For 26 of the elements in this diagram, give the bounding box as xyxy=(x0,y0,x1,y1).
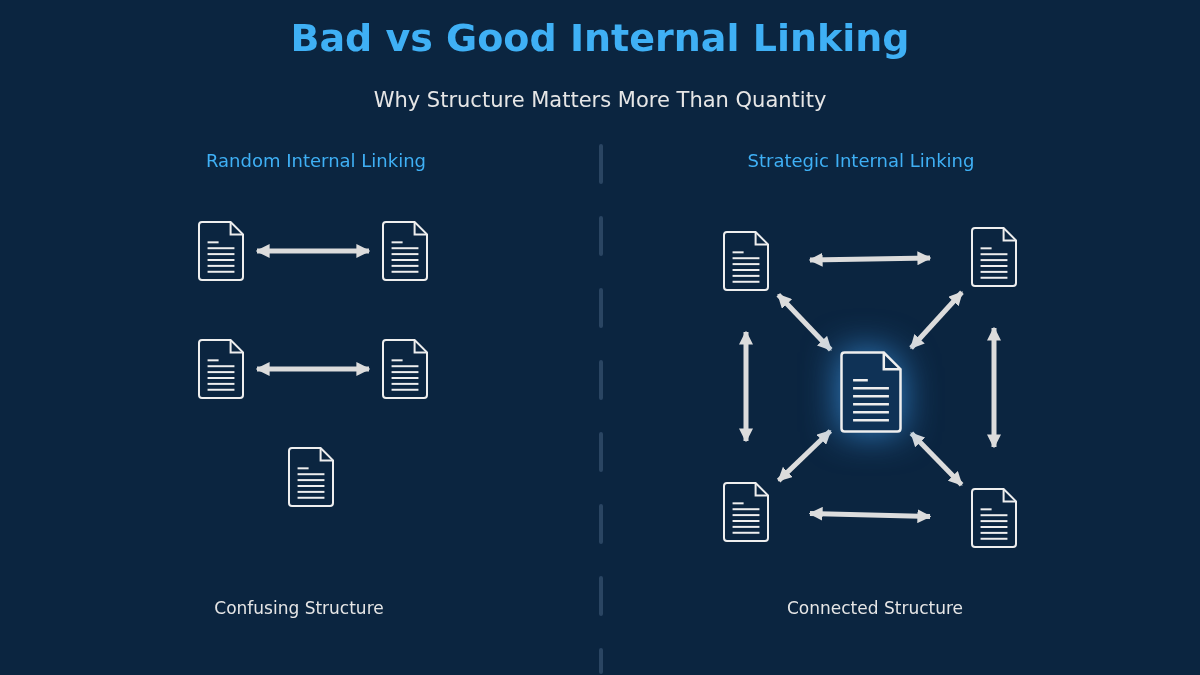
double-arrow xyxy=(255,362,371,376)
double-arrow xyxy=(909,431,964,487)
panel-caption: Connected Structure xyxy=(787,598,963,618)
document-icon xyxy=(839,350,903,434)
double-arrow xyxy=(808,251,932,267)
document-icon xyxy=(970,487,1018,549)
panel-heading: Strategic Internal Linking xyxy=(747,150,975,171)
document-icon xyxy=(722,230,770,292)
double-arrow xyxy=(909,290,964,350)
double-arrow xyxy=(776,429,833,483)
document-icon xyxy=(197,338,245,400)
panel-caption: Confusing Structure xyxy=(214,598,384,618)
panel-heading: Random Internal Linking xyxy=(206,150,426,171)
double-arrow xyxy=(255,244,371,258)
document-icon xyxy=(722,481,770,543)
double-arrow xyxy=(739,330,753,443)
subtitle: Why Structure Matters More Than Quantity xyxy=(373,88,827,112)
document-icon xyxy=(381,220,429,282)
double-arrow xyxy=(808,506,932,524)
double-arrow xyxy=(987,326,1001,449)
document-icon xyxy=(970,226,1018,288)
document-icon xyxy=(287,446,335,508)
document-icon xyxy=(197,220,245,282)
title: Bad vs Good Internal Linking xyxy=(290,16,910,60)
document-icon xyxy=(381,338,429,400)
double-arrow xyxy=(776,293,833,352)
